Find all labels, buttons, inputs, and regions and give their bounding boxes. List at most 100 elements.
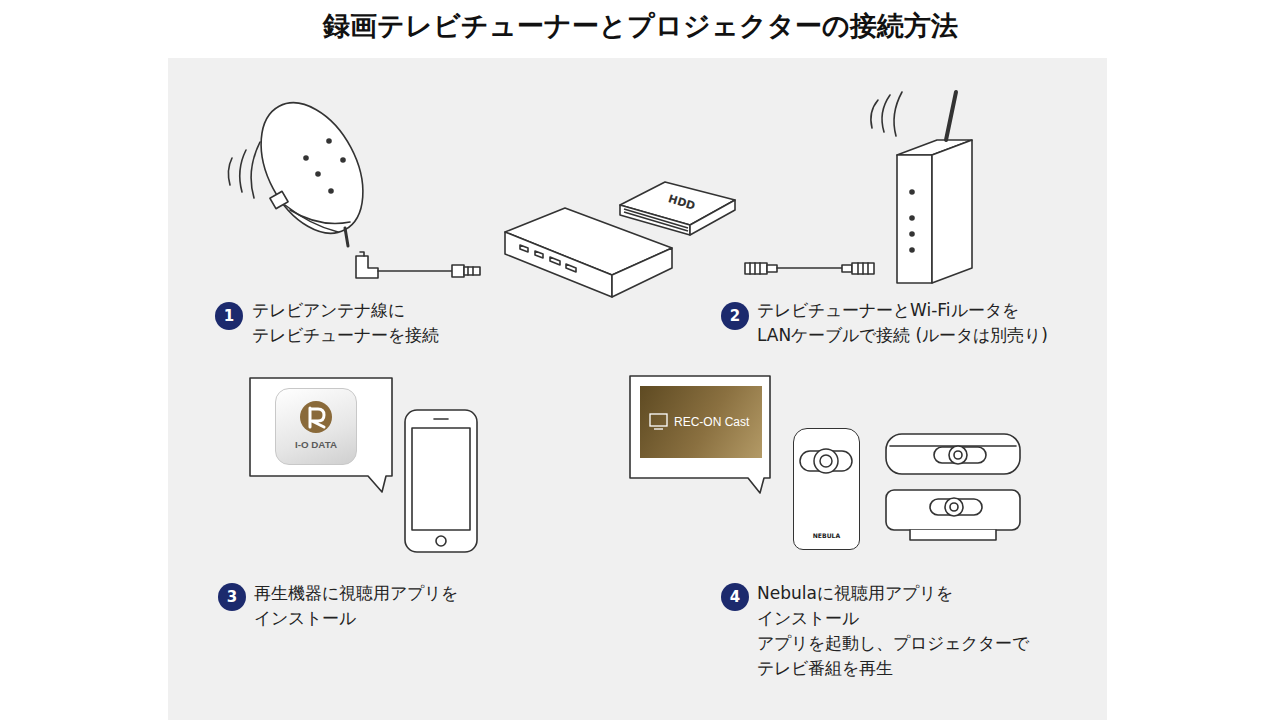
satellite-dish (285, 205, 338, 232)
tv-tuner (566, 264, 576, 272)
antenna-cable (472, 267, 474, 275)
lan-cable (749, 263, 751, 274)
antenna-cable (464, 267, 480, 275)
satellite-dish (228, 158, 232, 185)
text-line: アプリを起動し、プロジェクターで (757, 631, 1034, 656)
projector-flat (950, 503, 958, 511)
projector-round (954, 451, 962, 459)
lan-cable (857, 263, 859, 274)
speech-bubble (250, 378, 392, 492)
step-text: Nebulaに視聴用アプリを インストール アプリを起動し、プロジェクターで テ… (757, 581, 1034, 681)
tv-tuner (535, 251, 543, 258)
wifi-router (910, 232, 914, 236)
tv-icon (650, 414, 667, 426)
hdd-drive (620, 205, 690, 235)
lan-cable (767, 265, 777, 272)
satellite-dish (316, 172, 320, 176)
projector-flat (910, 530, 996, 540)
projector-round (934, 447, 986, 463)
projector-round (886, 434, 1020, 474)
antenna-cable (356, 256, 378, 278)
callout-number: 1 (215, 302, 243, 330)
satellite-dish (304, 156, 308, 160)
text-line: Nebulaに視聴用アプリを (757, 581, 1034, 606)
satellite-dish (228, 86, 383, 251)
wifi-router (871, 100, 878, 128)
antenna-cable (378, 270, 452, 272)
tv-tuner (612, 248, 672, 297)
text-line: テレビチューナーとWi-Fiルータを (757, 298, 1048, 323)
app-logo (300, 401, 332, 433)
node-text: REC-ON Cast (674, 415, 749, 429)
lan-cable (867, 263, 869, 274)
lan-cable (862, 263, 864, 274)
projector-lens (820, 455, 832, 467)
wifi-router (882, 95, 890, 132)
callout-number: 4 (721, 583, 749, 611)
lan-cable (745, 263, 767, 274)
hdd-drive (624, 209, 688, 228)
antenna-cable (360, 252, 364, 256)
projector-flat (886, 490, 1020, 530)
lan-cable (759, 263, 761, 274)
wifi-router (897, 155, 932, 283)
step-text: 再生機器に視聴用アプリを インストール (254, 581, 463, 631)
app-box: I-O DATA (275, 388, 357, 465)
hdd-drive (690, 200, 735, 235)
smartphone (405, 410, 477, 552)
smartphone (434, 418, 448, 420)
tv-tuner (520, 245, 528, 252)
node-text: NEBULA (794, 532, 859, 539)
projector-round (886, 434, 1020, 474)
lan-cable (842, 265, 852, 272)
nebula-box: NEBULA (793, 428, 860, 550)
antenna-cable (467, 267, 469, 275)
satellite-dish (240, 86, 383, 251)
satellite-dish (251, 142, 260, 198)
rec-box: REC-ON Cast (640, 386, 762, 458)
app-logo (276, 389, 358, 466)
smartphone (412, 428, 470, 530)
wifi-router (894, 92, 902, 136)
satellite-dish (341, 158, 345, 162)
wifi-router (932, 140, 972, 283)
lan-cable (852, 263, 874, 274)
step-text: テレビチューナーとWi-Fiルータを LANケーブルで接続 (ルータは別売り) (757, 298, 1048, 348)
hdd-drive (624, 212, 688, 231)
tv-tuner (550, 257, 560, 265)
satellite-dish (345, 228, 348, 246)
text-line: 再生機器に視聴用アプリを (254, 581, 463, 606)
wifi-router (910, 248, 914, 252)
node-text: I-O DATA (276, 439, 356, 450)
text-line: テレビ番組を再生 (757, 656, 1034, 681)
projector-round (949, 446, 967, 464)
tv-icon (640, 386, 674, 458)
lan-cable (745, 263, 874, 274)
projector-flat (945, 498, 963, 516)
text-line: インストール (254, 606, 463, 631)
hdd-drive (620, 182, 735, 235)
wifi-router (871, 92, 972, 283)
antenna-cable (356, 252, 480, 278)
callout-number: 2 (721, 302, 749, 330)
speech-bubble (630, 376, 770, 493)
satellite-dish (240, 150, 246, 192)
node-text: 1 (224, 307, 234, 325)
tv-tuner (505, 232, 612, 297)
lan-cable (754, 263, 756, 274)
app-logo (310, 408, 324, 427)
text-line: テレビアンテナ線に (252, 298, 439, 323)
wifi-router (946, 92, 956, 140)
projector-flat (930, 499, 982, 515)
antenna-cable (452, 265, 464, 277)
node-text: 2 (730, 307, 740, 325)
callout-number: 3 (218, 583, 246, 611)
projector-flat (886, 490, 1020, 540)
text-line: LANケーブルで接続 (ルータは別売り) (757, 323, 1048, 348)
node-text: 3 (227, 588, 237, 606)
wifi-router (910, 216, 914, 220)
step-text: テレビアンテナ線に テレビチューナーを接続 (252, 298, 439, 348)
satellite-dish (327, 139, 331, 143)
